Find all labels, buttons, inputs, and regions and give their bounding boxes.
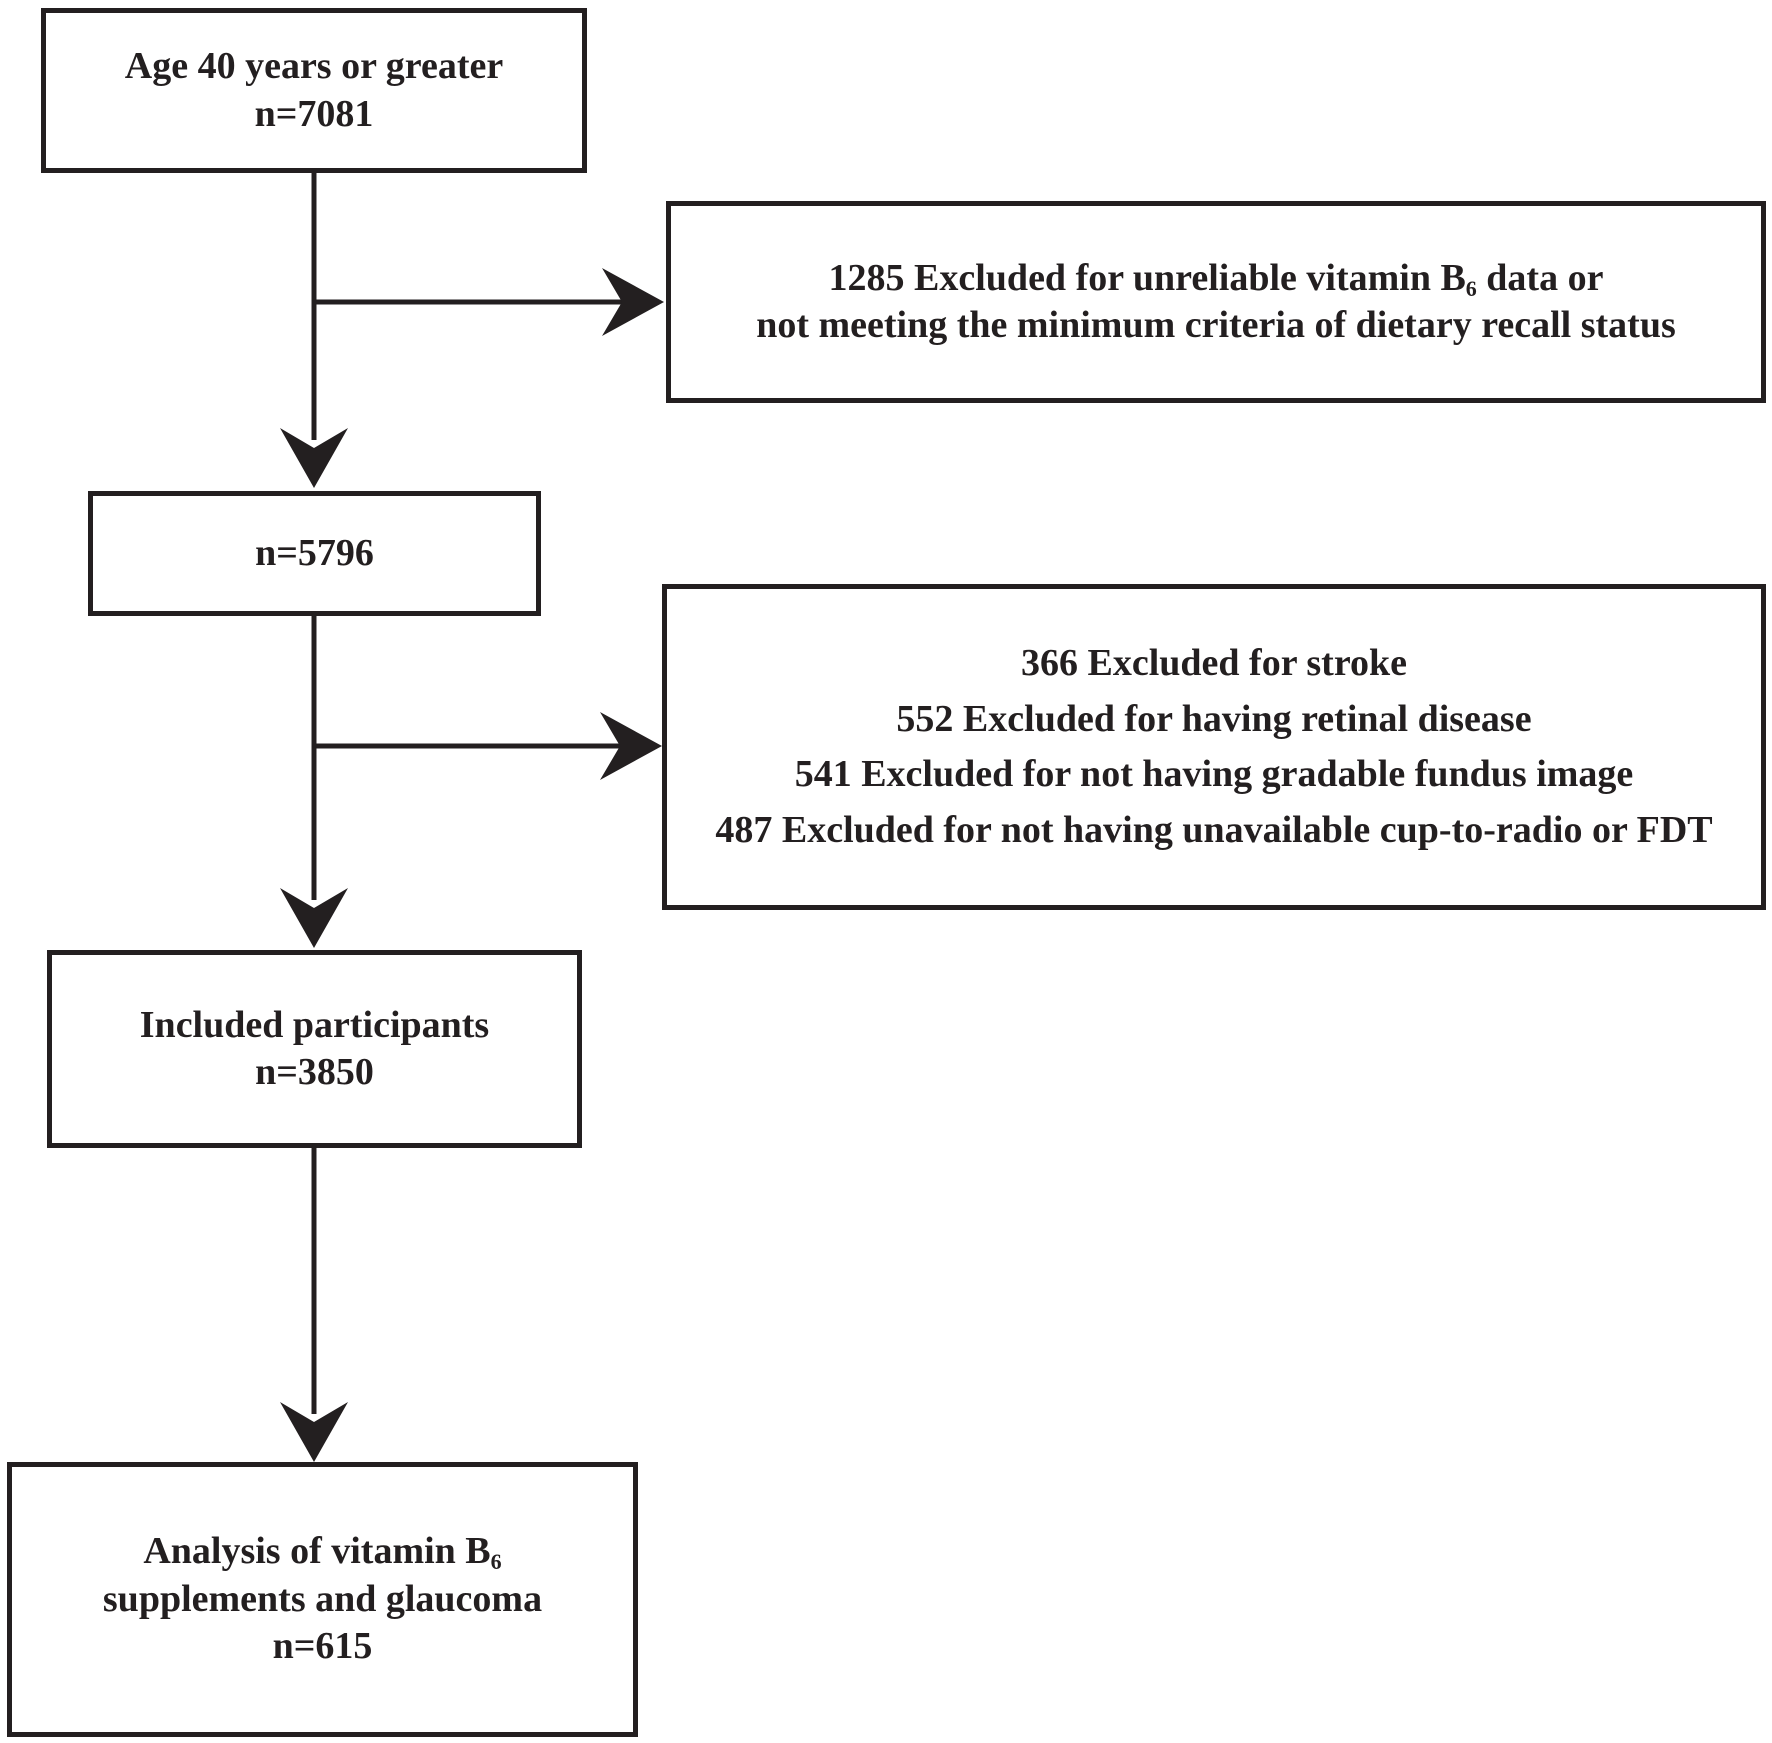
box-age-40-or-greater: Age 40 years or greater n=7081 [41,8,587,173]
analysis-line1: Analysis of vitamin B6 [143,1530,502,1575]
included-title: Included participants [139,1003,490,1046]
exclusion2-cup-to-radio: 487 Excluded for not having unavailable … [715,808,1713,851]
arrowhead-right-1 [602,268,664,336]
exclusion2-retinal: 552 Excluded for having retinal disease [896,697,1532,740]
box-start-count: n=7081 [254,92,374,135]
arrowhead-down-3 [280,1402,348,1462]
exclusion2-stroke: 366 Excluded for stroke [1021,642,1407,684]
box-exclusion-vitamin-b6: 1285 Excluded for unreliable vitamin B6 … [666,201,1766,403]
exclusion1-line1: 1285 Excluded for unreliable vitamin B6 … [828,256,1604,301]
box-second-count: n=5796 [255,531,374,574]
box-n5796: n=5796 [88,491,541,616]
analysis-line2: supplements and glaucoma [102,1577,543,1620]
exclusion2-fundus: 541 Excluded for not having gradable fun… [794,753,1634,795]
subscript-6: 6 [490,1549,502,1575]
box-start-title: Age 40 years or greater [124,45,504,87]
arrowhead-down-2 [280,888,348,948]
box-exclusion-conditions: 366 Excluded for stroke 552 Excluded for… [662,584,1766,910]
included-count: n=3850 [255,1051,374,1093]
arrowhead-right-2 [600,712,662,780]
box-analysis-b6-glaucoma: Analysis of vitamin B6 supplements and g… [7,1462,638,1737]
exclusion1-line2: not meeting the minimum criteria of diet… [756,304,1676,346]
arrowhead-down-1 [280,428,348,488]
box-included-participants: Included participants n=3850 [47,950,582,1148]
analysis-count: n=615 [272,1625,373,1668]
subscript-6: 6 [1465,275,1477,301]
